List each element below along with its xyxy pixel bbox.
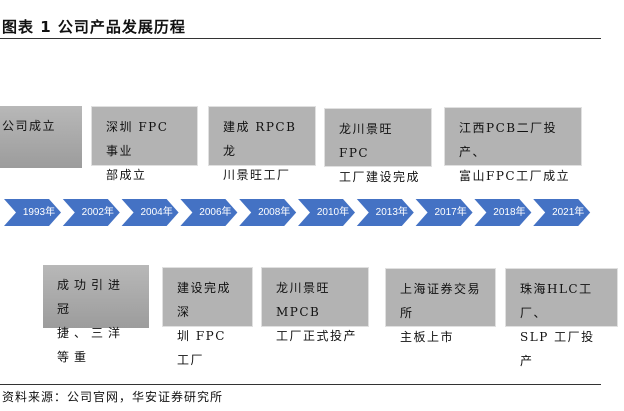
event-box-bottom-5: 珠海HLC工厂、 SLP 工厂投产 [505,268,618,368]
event-box-top-3: 建成 RPCB 龙 川景旺工厂 [208,106,316,182]
footer-divider [0,384,601,385]
timeline-chevron [121,199,179,226]
timeline-chevron [415,199,473,226]
timeline-year-label: 2010年 [316,207,350,218]
event-box-bottom-2: 建设完成深 圳 FPC 工厂 [162,267,253,367]
event-text-line1: 龙川景旺 MPCB [276,281,331,319]
timeline-year-label: 2013年 [375,207,408,218]
event-text-line1: 江西PCB二厂投产、 [459,121,558,159]
event-text-line2: 川景旺工厂 [223,168,291,182]
timeline-chevron [62,199,120,226]
event-text-line1: 深圳 FPC 事业 [106,120,169,158]
timeline-year-label: 2018年 [493,207,526,218]
event-box-bottom-3: 龙川景旺 MPCB 工厂正式投产 [261,267,369,343]
event-text-line1: 珠海HLC工厂、 [520,282,593,320]
timeline-year-label: 1993年 [22,207,56,218]
timeline-chevron [4,199,61,226]
timeline-year-label: 2017年 [434,207,467,218]
title-divider [0,38,601,39]
timeline-year-label: 2008年 [258,207,291,218]
event-box-top-4: 龙川景旺 FPC 工厂建设完成 [324,108,432,184]
timeline-chevron [474,199,532,226]
event-box-top-5: 江西PCB二厂投产、 富山FPC工厂成立 [444,107,582,183]
event-text-line2: 部成立 [106,168,147,182]
event-text-line2: 捷、三洋等重 [57,326,126,364]
event-text-line1: 建成 RPCB 龙 [223,120,297,158]
event-text-line2: 富山FPC工厂成立 [459,169,571,183]
event-text-line2: 工厂正式投产 [276,329,358,343]
event-text-line2: SLP 工厂投产 [520,330,595,368]
event-text-line2: 工厂建设完成 [339,170,421,184]
event-box-top-1: 公司成立 [0,106,82,168]
timeline-chevron [180,199,238,226]
event-box-bottom-1: 成功引进冠 捷、三洋等重 [43,265,149,364]
figure-title: 图表 1 公司产品发展历程 [2,18,186,36]
event-text-line1: 龙川景旺 FPC [339,122,394,160]
timeline-chevron [533,199,591,226]
event-text-line1: 成功引进冠 [57,278,126,316]
event-text-line1: 公司成立 [2,119,57,133]
event-text-line1: 建设完成深 [177,281,232,319]
timeline-chevron [298,199,355,226]
timeline-year-label: 2006年 [199,207,232,218]
event-box-bottom-4: 上海证券交易所 主板上市 [385,268,496,344]
timeline-chevrons [4,199,591,226]
timeline-year-label: 2004年 [140,207,173,218]
source-note: 资料来源：公司官网，华安证券研究所 [2,390,224,404]
timeline-year-label: 2002年 [81,207,114,218]
event-box-top-2: 深圳 FPC 事业 部成立 [91,106,198,182]
timeline-chevron [239,199,297,226]
event-text-line2: 圳 FPC 工厂 [177,329,226,367]
timeline-year-label: 2021年 [552,207,585,218]
event-text-line1: 上海证券交易所 [400,282,482,320]
event-text-line2: 主板上市 [400,330,455,344]
timeline-chevron [356,199,414,226]
